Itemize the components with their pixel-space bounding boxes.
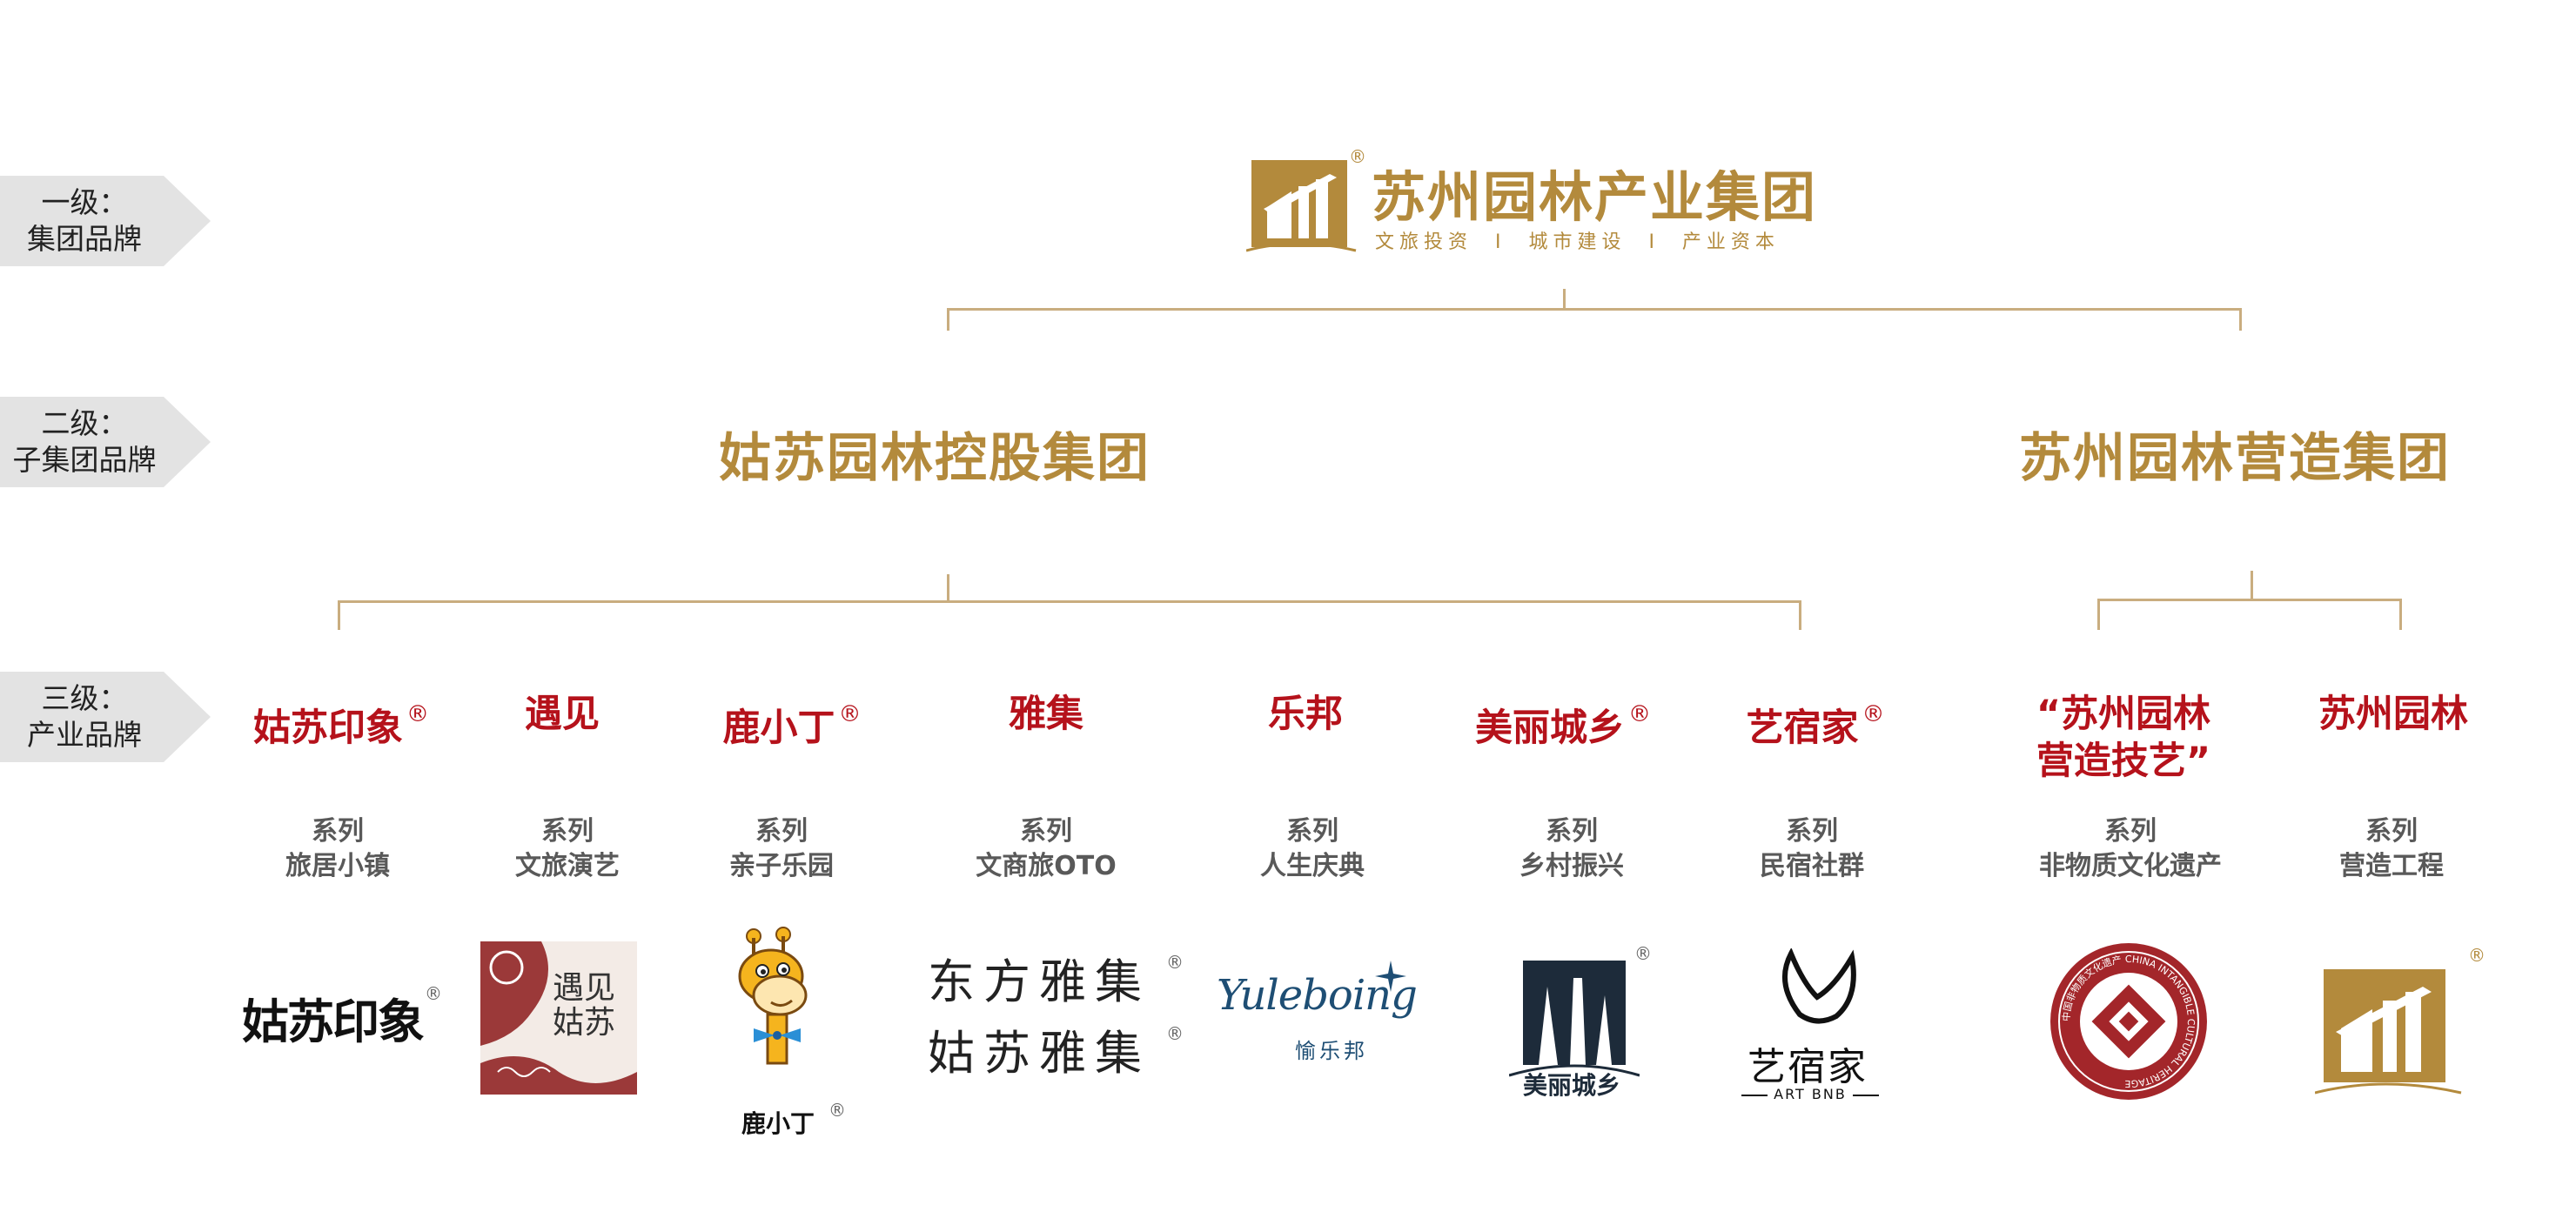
level-tag-2-line1: 二级： (41, 406, 128, 440)
logo-yaji-reg-1: ® (1166, 952, 1184, 973)
bird-wing-icon (1782, 948, 1856, 1024)
garden-building-mark-icon (2315, 969, 2462, 1095)
brand-name-yaji: 雅集 (1009, 693, 1083, 736)
logo-yaji: 东方雅集 姑苏雅集 ® ® (928, 952, 1189, 1100)
brand-name-yingzao-jiyi: “苏州园林 营造技艺” (2036, 693, 2211, 783)
series-yisujia: 系列民宿社群 (1760, 816, 1864, 881)
logo-yaji-reg-2: ® (1166, 1023, 1184, 1044)
brand-name-yisujia: 艺宿家® (1746, 701, 1885, 750)
connector-left-drop-end (1799, 600, 1801, 630)
series-lebang: 系列人生庆典 (1260, 816, 1365, 881)
logo-yujian-gusu-text: 遇见姑苏 (552, 970, 615, 1041)
series-yaji: 系列文商旅OTO (976, 816, 1117, 881)
series-suzhou-yuanlin: 系列营造工程 (2339, 816, 2444, 881)
subgroup-yingzao-title: 苏州园林营造集团 (2019, 428, 2451, 489)
brand-name-lebang: 乐邦 (1268, 693, 1343, 736)
connector-right-bar (2097, 599, 2402, 601)
opera-mask-icon (480, 941, 637, 1095)
logo-lebang: Yuleboing 愉乐邦 (1217, 961, 1426, 1075)
series-meili-chengxiang: 系列乡村振兴 (1519, 816, 1624, 881)
level-tag-1-line2: 集团品牌 (27, 222, 142, 256)
level-tag-2-line2: 子集团品牌 (12, 443, 157, 477)
brand-name-meili-chengxiang: 美丽城乡® (1475, 701, 1651, 750)
connector-group-left-drop (947, 308, 949, 331)
logo-lebang-script: Yuleboing (1217, 971, 1418, 1020)
heritage-seal-icon: 中国非物质文化遗产 CHINA INTANGIBLE CULTURAL HERI… (2050, 943, 2207, 1100)
connector-right-drop-end (2399, 599, 2402, 630)
connector-right-stem (2251, 571, 2253, 600)
logo-intangible-heritage: 中国非物质文化遗产 CHINA INTANGIBLE CULTURAL HERI… (2049, 941, 2209, 1101)
group-logo: ® 苏州园林产业集团 文旅投资 I 城市建设 I 产业资本 (1246, 146, 1873, 259)
logo-yingzao-gongcheng: ® (2315, 945, 2489, 1101)
logo-yaji-text-1: 东方雅集 (928, 954, 1150, 1009)
connector-group-bar (947, 308, 2242, 311)
logo-lebang-text: 愉乐邦 (1295, 1039, 1368, 1063)
group-reg-mark: ® (1349, 146, 1366, 167)
level-tag-3-line2: 产业品牌 (27, 718, 142, 752)
logo-yisujia-sub: ART BNB (1774, 1086, 1847, 1102)
connector-left-drop-start (338, 600, 340, 630)
group-logo-mark-icon (1246, 160, 1357, 252)
subgroup-gusu-title: 姑苏园林控股集团 (719, 428, 1150, 489)
connector-group-right-drop (2239, 308, 2242, 331)
brand-name-yujian: 遇见 (525, 693, 600, 736)
series-yujian: 系列文旅演艺 (515, 816, 620, 881)
brand-name-suzhou-yuanlin: 苏州园林 (2318, 693, 2468, 736)
level-tag-1: 一级： 集团品牌 (0, 176, 211, 266)
level-tag-3-line1: 三级： (41, 681, 128, 715)
logo-yingzao-reg: ® (2468, 945, 2485, 966)
logo-meili-text: 美丽城乡 (1523, 1071, 1621, 1100)
series-yingzao-jiyi: 系列非物质文化遗产 (2039, 816, 2222, 881)
sparkle-icon (1375, 961, 1406, 992)
logo-yisujia-sub-row: ART BNB (1741, 1086, 1880, 1102)
city-buildings-icon (1509, 961, 1640, 1077)
logo-yisujia: 艺宿家 ART BNB (1741, 948, 1897, 1114)
logo-luxiaoding: 鹿小丁 ® (719, 926, 858, 1143)
logo-meili-chengxiang: ® 美丽城乡 (1492, 943, 1666, 1100)
connector-left-stem (947, 574, 949, 602)
level-tag-1-line1: 一级： (41, 185, 128, 219)
group-name: 苏州园林产业集团 (1372, 165, 1818, 229)
logo-yisujia-text: 艺宿家 (1748, 1045, 1868, 1089)
logo-meili-reg: ® (1634, 943, 1652, 964)
logo-luxiaoding-reg: ® (828, 1100, 846, 1121)
logo-gusu-yinxiang: 姑苏印象 ® (242, 983, 442, 1053)
connector-group-stem (1563, 289, 1566, 310)
logo-gusu-yinxiang-reg: ® (425, 983, 442, 1004)
connector-left-bar (338, 600, 1801, 603)
logo-yujian-gusu: 遇见姑苏 (480, 941, 637, 1095)
level-tag-2: 二级： 子集团品牌 (0, 397, 211, 487)
logo-luxiaoding-text: 鹿小丁 (741, 1109, 815, 1138)
level-tag-3: 三级： 产业品牌 (0, 672, 211, 762)
logo-gusu-yinxiang-text: 姑苏印象 (242, 994, 425, 1049)
giraffe-mascot-icon (738, 927, 808, 1065)
series-luxiaoding: 系列亲子乐园 (729, 816, 834, 881)
connector-right-drop-start (2097, 599, 2100, 630)
group-tagline: 文旅投资 I 城市建设 I 产业资本 (1375, 231, 1780, 253)
brand-name-gusu-yinxiang: 姑苏印象® (253, 701, 429, 750)
brand-name-luxiaoding: 鹿小丁® (722, 701, 862, 750)
logo-yaji-text-2: 姑苏雅集 (928, 1026, 1150, 1081)
series-gusu-yinxiang: 系列旅居小镇 (285, 816, 390, 881)
